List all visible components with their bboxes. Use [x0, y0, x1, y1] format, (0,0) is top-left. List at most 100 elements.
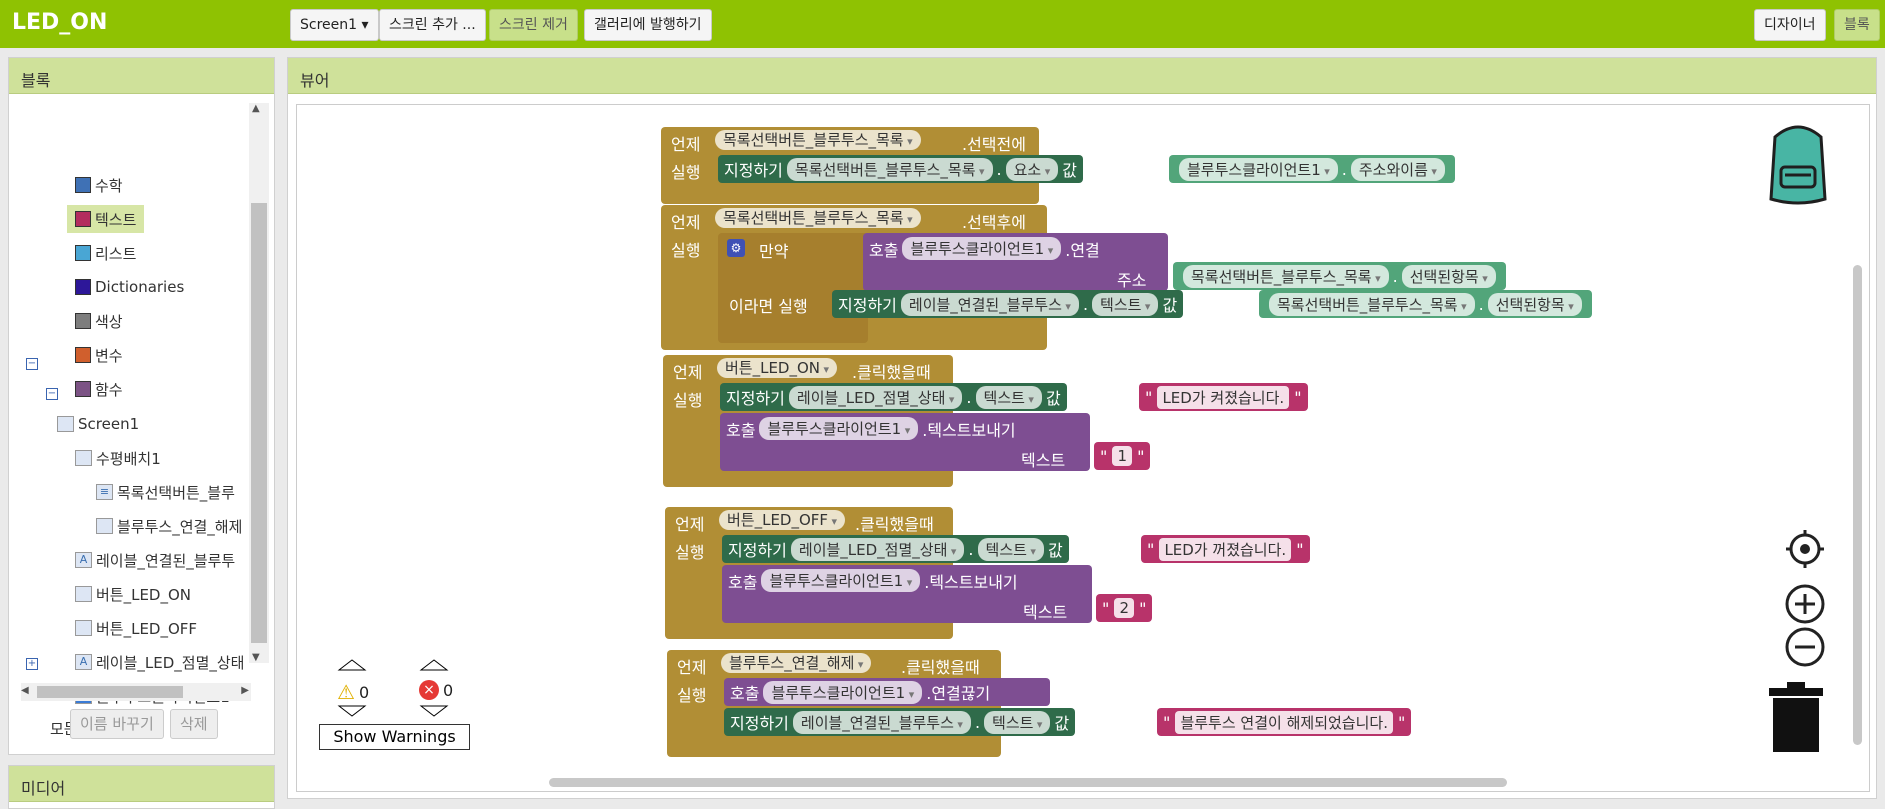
component-dropdown[interactable]: 블루투스클라이언트1	[759, 417, 919, 440]
remove-screen-button[interactable]: 스크린 제거	[489, 9, 578, 41]
component-dropdown[interactable]: 목록선택버튼_블루투스_목록	[786, 157, 993, 181]
text-string-block[interactable]: " 블루투스 연결이 해제되었습니다. "	[1157, 708, 1412, 736]
workspace-horizontal-scrollbar[interactable]	[549, 778, 1507, 787]
component-dropdown[interactable]: 목록선택버튼_블루투스_목록	[715, 130, 921, 150]
set-property-block[interactable]: 지정하기 레이블_LED_점멸_상태 . 텍스트 값	[720, 383, 1067, 411]
builtin-math[interactable]: 수학	[75, 171, 123, 199]
builtin-dictionaries[interactable]: Dictionaries	[75, 273, 184, 301]
tree-button-led-off[interactable]: 버튼_LED_OFF	[75, 614, 197, 642]
tree-screen1[interactable]: Screen1	[57, 410, 139, 438]
property-dropdown[interactable]: 텍스트	[1092, 292, 1159, 316]
component-dropdown[interactable]: 블루투스_연결_해제	[721, 653, 872, 673]
component-dropdown[interactable]: 블루투스클라이언트1	[1179, 157, 1338, 181]
blocks-button[interactable]: 블록	[1834, 9, 1880, 41]
screen-select-dropdown[interactable]: Screen1 ▾	[290, 9, 379, 41]
get-property-block[interactable]: 블루투스클라이언트1 . 주소와이름	[1169, 155, 1455, 183]
component-dropdown[interactable]: 레이블_LED_점멸_상태	[788, 385, 963, 409]
procedures-swatch-icon	[75, 381, 91, 397]
tree-horizontal-scroll-thumb[interactable]	[37, 686, 183, 698]
scroll-down-arrow-icon[interactable]: ▼	[252, 652, 260, 663]
delete-button[interactable]: 삭제	[170, 709, 218, 739]
rename-button[interactable]: 이름 바꾸기	[70, 709, 164, 739]
builtin-colors[interactable]: 색상	[75, 307, 123, 335]
publish-gallery-button[interactable]: 갤러리에 발행하기	[584, 9, 712, 41]
component-dropdown[interactable]: 블루투스클라이언트1	[763, 680, 923, 704]
property-dropdown[interactable]: 주소와이름	[1350, 157, 1445, 181]
scroll-right-arrow-icon[interactable]: ▶	[241, 685, 249, 696]
tree-horizontal-arrangement[interactable]: 수평배치1	[75, 444, 161, 472]
text-value[interactable]: LED가 꺼졌습니다.	[1159, 537, 1292, 561]
text-value[interactable]: 블루투스 연결이 해제되었습니다.	[1175, 710, 1393, 734]
builtin-procedures[interactable]: 함수	[75, 375, 123, 403]
get-selection-block[interactable]: 목록선택버튼_블루투스_목록 . 선택된항목	[1259, 290, 1592, 318]
set-property-block[interactable]: 지정하기 레이블_연결된_블루투스 . 텍스트 값	[724, 708, 1076, 736]
component-dropdown[interactable]: 레이블_LED_점멸_상태	[790, 537, 965, 561]
backpack-icon[interactable]	[1755, 119, 1841, 209]
property-dropdown[interactable]: 텍스트	[975, 385, 1042, 409]
property-dropdown[interactable]: 요소	[1005, 157, 1059, 181]
tree-vertical-scroll-thumb[interactable]	[251, 203, 267, 643]
component-dropdown[interactable]: 목록선택버튼_블루투스_목록	[715, 208, 921, 228]
text-string-block[interactable]: " LED가 켜졌습니다. "	[1139, 383, 1308, 411]
workspace-vertical-scrollbar[interactable]	[1853, 265, 1862, 745]
component-dropdown[interactable]: 레이블_연결된_블루투스	[792, 710, 971, 734]
call-connect-block[interactable]: 호출 블루투스클라이언트1 .연결	[863, 233, 1168, 291]
tree-vertical-scrollbar[interactable]: ▲ ▼	[249, 103, 269, 663]
builtin-variables[interactable]: 변수	[75, 341, 123, 369]
blocks-panel: 블록 수학 텍스트 리스트 Dictionaries 색상 변수 함수 − Sc…	[8, 57, 275, 755]
add-screen-button[interactable]: 스크린 추가 ...	[379, 9, 486, 41]
builtin-text[interactable]: 텍스트	[67, 205, 145, 233]
text-string-block[interactable]: " 1 "	[1094, 442, 1151, 470]
error-nav-arrows-icon[interactable]	[419, 658, 449, 718]
builtin-lists[interactable]: 리스트	[75, 239, 136, 267]
do-keyword: 실행	[677, 686, 707, 705]
component-dropdown[interactable]: 블루투스클라이언트1	[761, 569, 921, 592]
set-property-block[interactable]: 지정하기 목록선택버튼_블루투스_목록 . 요소 값	[718, 155, 1083, 183]
property-dropdown[interactable]: 선택된항목	[1487, 292, 1582, 316]
gear-icon[interactable]: ⚙	[727, 239, 745, 257]
text-value[interactable]: 2	[1114, 598, 1134, 618]
scroll-left-arrow-icon[interactable]: ◀	[21, 685, 29, 696]
component-dropdown[interactable]: 레이블_연결된_블루투스	[900, 292, 1079, 316]
text-value[interactable]: LED가 켜졌습니다.	[1157, 385, 1290, 409]
blocks-workspace[interactable]: 언제 목록선택버튼_블루투스_목록 .선택전에 실행 지정하기 목록선택버튼_블…	[296, 104, 1870, 792]
property-dropdown[interactable]: 선택된항목	[1401, 264, 1496, 288]
recenter-icon[interactable]	[1784, 528, 1826, 570]
component-dropdown[interactable]: 블루투스클라이언트1	[902, 237, 1062, 260]
text-string-block[interactable]: " LED가 꺼졌습니다. "	[1141, 535, 1310, 563]
text-value[interactable]: 1	[1112, 446, 1132, 466]
component-dropdown[interactable]: 목록선택버튼_블루투스_목록	[1183, 264, 1389, 288]
scroll-up-arrow-icon[interactable]: ▲	[252, 103, 260, 114]
screen1-collapse-icon[interactable]: −	[26, 358, 38, 370]
all-components-expand-icon[interactable]: +	[26, 658, 38, 670]
set-property-block[interactable]: 지정하기 레이블_연결된_블루투스 . 텍스트 값	[832, 290, 1184, 318]
component-dropdown[interactable]: 버튼_LED_ON	[717, 358, 838, 378]
app-title: LED_ON	[12, 10, 108, 35]
set-property-block[interactable]: 지정하기 레이블_LED_점멸_상태 . 텍스트 값	[722, 535, 1069, 563]
top-toolbar: LED_ON Screen1 ▾ 스크린 추가 ... 스크린 제거 갤러리에 …	[0, 0, 1885, 48]
trash-icon[interactable]	[1767, 680, 1825, 755]
zoom-in-icon[interactable]	[1784, 583, 1826, 625]
call-disconnect-block[interactable]: 호출 블루투스클라이언트1 .연결끊기	[724, 678, 1050, 706]
get-selection-block[interactable]: 목록선택버튼_블루투스_목록 . 선택된항목	[1173, 262, 1506, 290]
zoom-out-icon[interactable]	[1784, 626, 1826, 668]
tree-button-led-on[interactable]: 버튼_LED_ON	[75, 580, 191, 608]
to-keyword: 값	[1062, 161, 1077, 180]
property-dropdown[interactable]: 텍스트	[977, 537, 1044, 561]
tree-horizontal-scrollbar[interactable]: ◀ ▶	[21, 683, 251, 701]
component-dropdown[interactable]: 목록선택버튼_블루투스_목록	[1269, 292, 1475, 316]
property-dropdown[interactable]: 텍스트	[984, 710, 1051, 734]
component-dropdown[interactable]: 버튼_LED_OFF	[719, 510, 846, 530]
call-send-text-block[interactable]: 호출 블루투스클라이언트1 .텍스트보내기	[722, 565, 1092, 623]
show-warnings-button[interactable]: Show Warnings	[319, 724, 470, 750]
text-swatch-icon	[75, 211, 91, 227]
tree-disconnect-button[interactable]: 블루투스_연결_해제	[96, 512, 242, 540]
warning-nav-arrows-icon[interactable]	[337, 658, 367, 718]
arrangement-collapse-icon[interactable]: −	[46, 388, 58, 400]
designer-button[interactable]: 디자이너	[1754, 9, 1826, 41]
call-send-text-block[interactable]: 호출 블루투스클라이언트1 .텍스트보내기	[720, 413, 1090, 471]
tree-listpicker[interactable]: ≡목록선택버튼_블루	[96, 478, 235, 506]
text-string-block[interactable]: " 2 "	[1096, 594, 1153, 622]
